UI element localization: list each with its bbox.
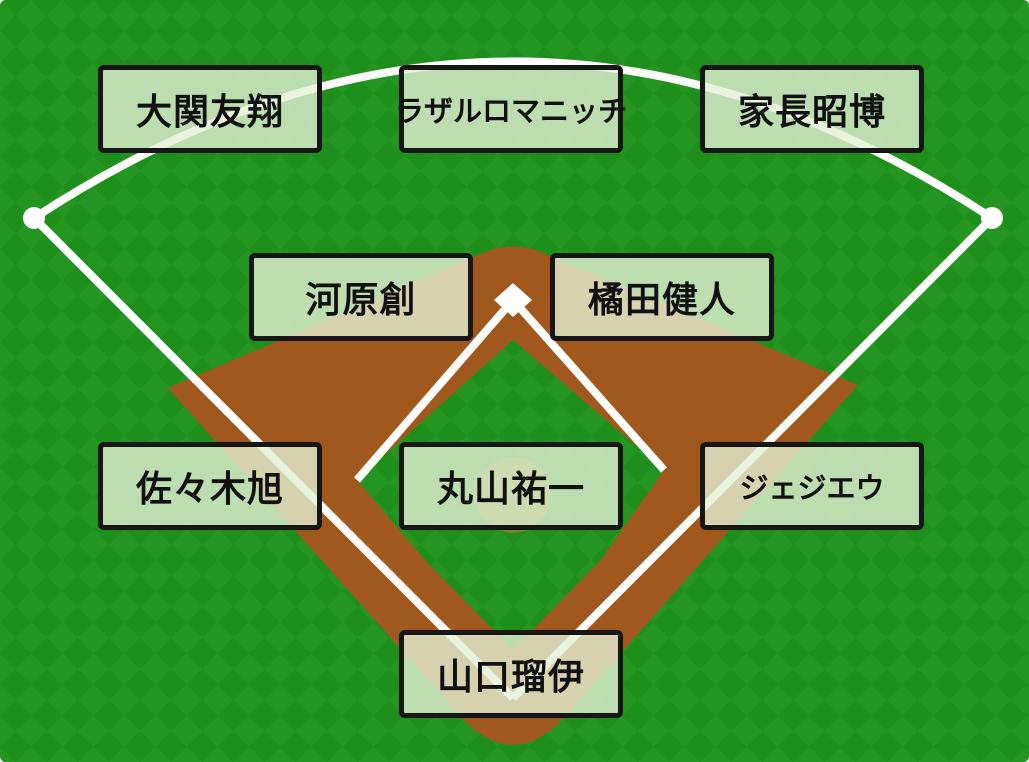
player-card-right-back[interactable]: ジェジエウ (700, 442, 924, 530)
player-card-goalkeeper[interactable]: 山口瑠伊 (399, 630, 623, 718)
player-card-left-back[interactable]: 佐々木旭 (98, 442, 322, 530)
left-foul-pole (23, 207, 45, 229)
player-card-right-field[interactable]: 家長昭博 (700, 65, 924, 153)
second-base (494, 283, 532, 317)
player-card-left-field[interactable]: 大関友翔 (98, 65, 322, 153)
player-card-center-field[interactable]: ラザルロマニッチ (395, 65, 627, 153)
player-card-center-back[interactable]: 丸山祐一 (399, 442, 623, 530)
right-foul-pole (981, 207, 1003, 229)
player-card-right-midfield[interactable]: 橘田健人 (550, 253, 774, 341)
player-card-left-midfield[interactable]: 河原創 (249, 253, 473, 341)
